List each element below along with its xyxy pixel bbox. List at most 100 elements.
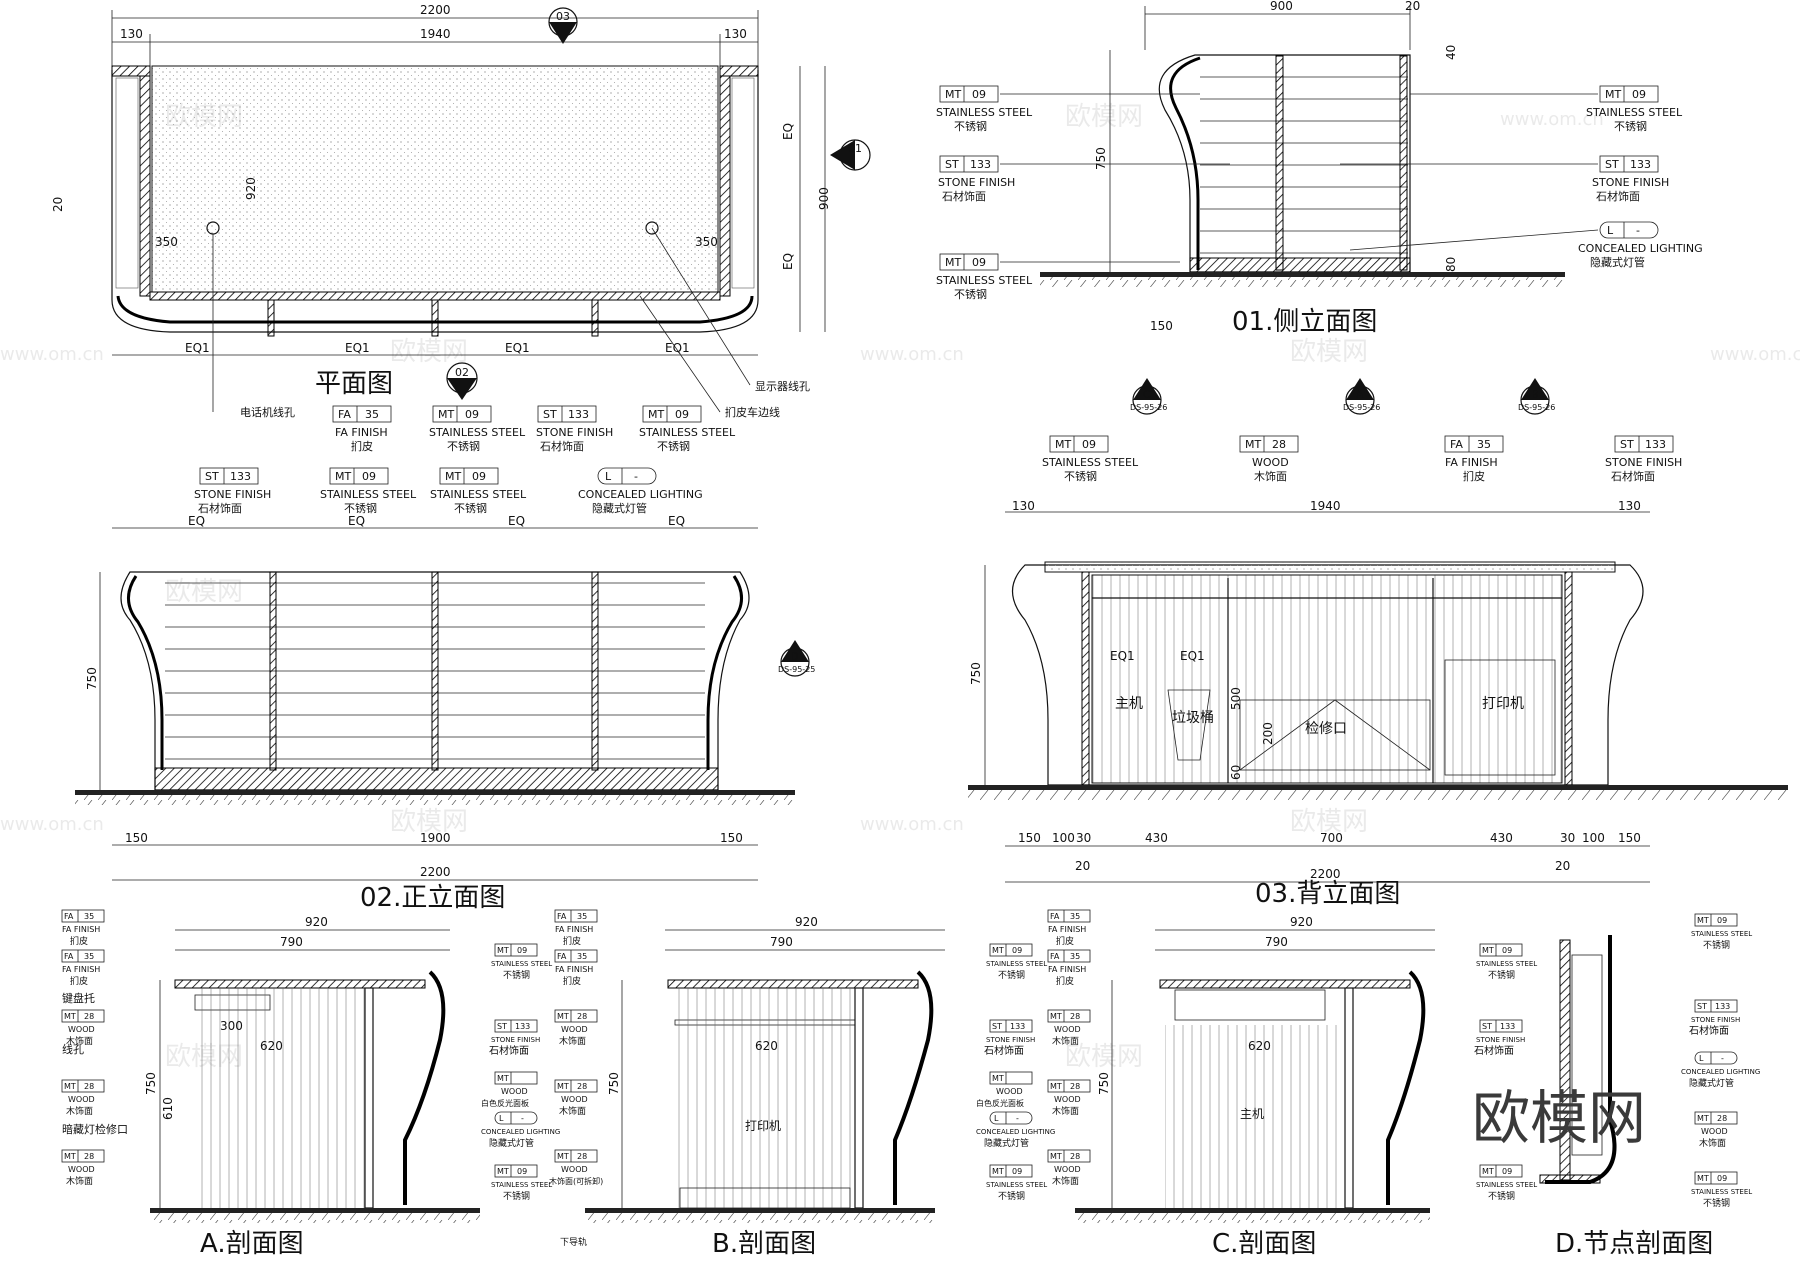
secc-dim-920: 920: [1290, 915, 1313, 929]
svg-text:FA FINISH: FA FINISH: [1445, 456, 1498, 469]
svg-text:扪皮: 扪皮: [1056, 975, 1074, 987]
svg-text:不锈钢: 不锈钢: [1488, 1190, 1515, 1202]
secc-dim-620: 620: [1248, 1039, 1271, 1053]
svg-text:MT: MT: [497, 1074, 509, 1083]
svg-text:木饰面(可拆卸): 木饰面(可拆卸): [549, 1176, 603, 1186]
svg-text:133: 133: [515, 1022, 530, 1031]
svg-text:L: L: [605, 470, 612, 483]
svg-text:MT: MT: [1697, 916, 1709, 925]
svg-text:WOOD: WOOD: [561, 1025, 588, 1034]
svg-text:09: 09: [1012, 946, 1022, 955]
svg-text:ST: ST: [1605, 158, 1619, 171]
svg-text:MT: MT: [497, 946, 509, 955]
back-label-access: 检修口: [1305, 721, 1347, 737]
svg-text:FA: FA: [1050, 912, 1060, 921]
front-dim-1900: 1900: [420, 831, 451, 845]
section-a: 920 790 750 610 620 300 A.剖面图 键盘托 线孔 暗藏灯…: [61, 909, 560, 1259]
svg-text:木饰面: 木饰面: [559, 1105, 586, 1117]
svg-text:FA: FA: [557, 912, 567, 921]
svg-text:L: L: [1607, 224, 1614, 237]
svg-text:09: 09: [1012, 1167, 1022, 1176]
back-eq1-1: EQ1: [1110, 649, 1135, 663]
svg-text:-: -: [521, 1114, 524, 1123]
secd-title: D.节点剖面图: [1555, 1229, 1713, 1259]
svg-text:MT: MT: [1605, 88, 1621, 101]
seca-dim-750: 750: [144, 1072, 158, 1095]
back-label-bin: 垃圾桶: [1172, 710, 1214, 726]
svg-text:STAINLESS STEEL: STAINLESS STEEL: [936, 274, 1033, 287]
svg-text:L: L: [994, 1114, 999, 1123]
svg-text:FA FINISH: FA FINISH: [555, 965, 593, 974]
back-dim-200: 200: [1261, 722, 1275, 745]
back-dim-60: 60: [1229, 765, 1243, 780]
side-dim-900: 900: [1270, 0, 1293, 13]
svg-text:133: 133: [1500, 1022, 1515, 1031]
svg-text:不锈钢: 不锈钢: [998, 969, 1025, 981]
svg-text:隐藏式灯管: 隐藏式灯管: [984, 1137, 1029, 1149]
svg-text:不锈钢: 不锈钢: [1703, 939, 1730, 951]
seca-label-hiddenlamp: 暗藏灯检修口: [62, 1122, 128, 1136]
front-marker-d: D DS-95-25: [778, 640, 815, 677]
svg-text:CONCEALED LIGHTING: CONCEALED LIGHTING: [1681, 1068, 1760, 1076]
front-title: 02.正立面图: [360, 883, 505, 913]
back-dim-130-l: 130: [1012, 499, 1035, 513]
svg-text:STONE FINISH: STONE FINISH: [986, 1036, 1035, 1044]
svg-text:石材饰面: 石材饰面: [1596, 189, 1640, 203]
tag-fa35-plan: FA 35 FA FINISH 扪皮: [332, 405, 392, 453]
svg-text:-: -: [1016, 1114, 1019, 1123]
svg-text:不锈钢: 不锈钢: [1064, 470, 1097, 483]
plan-dim-side-right: 130: [724, 27, 747, 41]
svg-text:隐藏式灯管: 隐藏式灯管: [489, 1137, 534, 1149]
svg-text:09: 09: [972, 88, 986, 101]
plan-material-tags: FA 35 FA FINISH 扪皮 MT 09 STAINLESS STEEL…: [332, 405, 736, 453]
front-dim-2200: 2200: [420, 865, 451, 879]
svg-text:STAINLESS STEEL: STAINLESS STEEL: [986, 1181, 1047, 1189]
svg-text:01: 01: [848, 142, 862, 155]
svg-text:MT: MT: [1055, 438, 1071, 451]
svg-text:石材饰面: 石材饰面: [942, 189, 986, 203]
secc-label-host: 主机: [1240, 1107, 1264, 1121]
front-dim-150-l: 150: [125, 831, 148, 845]
svg-text:133: 133: [568, 408, 589, 421]
back-dim-30-r: 30: [1560, 831, 1575, 845]
svg-text:D: D: [790, 650, 798, 663]
svg-text:STAINLESS STEEL: STAINLESS STEEL: [491, 1181, 552, 1189]
svg-text:DS-95-26: DS-95-26: [1518, 403, 1555, 412]
svg-text:MT: MT: [1697, 1174, 1709, 1183]
plan-marker-top: 03: [548, 7, 578, 44]
svg-text:133: 133: [1715, 1002, 1730, 1011]
svg-text:STONE FINISH: STONE FINISH: [938, 176, 1015, 189]
svg-text:133: 133: [1010, 1022, 1025, 1031]
svg-text:CONCEALED LIGHTING: CONCEALED LIGHTING: [578, 488, 703, 501]
secb-label-printer: 打印机: [745, 1119, 781, 1133]
svg-text:09: 09: [1632, 88, 1646, 101]
svg-text:不锈钢: 不锈钢: [954, 288, 987, 301]
svg-text:WOOD: WOOD: [561, 1165, 588, 1174]
plan-dim-20: 20: [51, 197, 65, 212]
svg-text:MT: MT: [64, 1082, 76, 1091]
svg-text:不锈钢: 不锈钢: [447, 440, 480, 453]
svg-text:L: L: [1699, 1054, 1704, 1063]
front-dim-150-r: 150: [720, 831, 743, 845]
svg-text:扪皮: 扪皮: [351, 439, 373, 453]
svg-text:133: 133: [1645, 438, 1666, 451]
svg-text:STAINLESS STEEL: STAINLESS STEEL: [1586, 106, 1683, 119]
svg-text:ST: ST: [543, 408, 557, 421]
svg-text:FA FINISH: FA FINISH: [1048, 925, 1086, 934]
front-eq-4: EQ: [668, 514, 685, 528]
